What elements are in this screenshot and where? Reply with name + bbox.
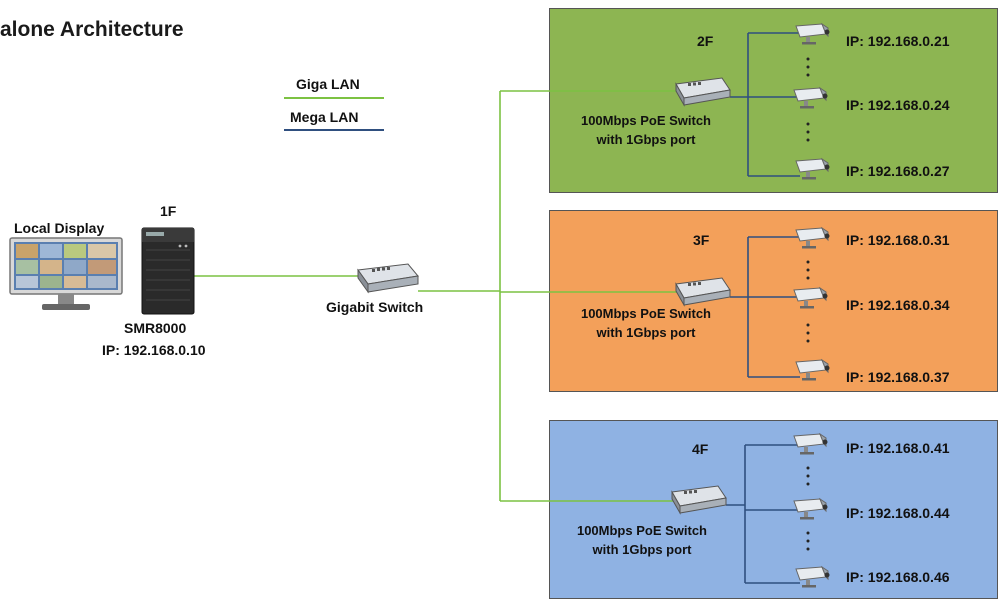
nvr-recorder-icon bbox=[141, 227, 195, 315]
ip-camera-icon bbox=[795, 226, 830, 249]
ip-camera-icon bbox=[795, 358, 830, 381]
switch-caption-line2: with 1Gbps port bbox=[596, 325, 696, 340]
nvr-name-label: SMR8000 bbox=[124, 320, 187, 336]
floor-2f-switch-caption: 100Mbps PoE Switch with 1Gbps port bbox=[566, 111, 726, 149]
floor-4f-switch-caption: 100Mbps PoE Switch with 1Gbps port bbox=[562, 521, 722, 559]
camera-ip-label: IP: 192.168.0.44 bbox=[846, 505, 950, 521]
floor-3f-name: 3F bbox=[693, 232, 710, 248]
camera-ip-label: IP: 192.168.0.27 bbox=[846, 163, 950, 179]
floor-panel-3f bbox=[549, 210, 998, 392]
switch-caption-line2: with 1Gbps port bbox=[592, 542, 692, 557]
legend-mega-label: Mega LAN bbox=[290, 109, 359, 125]
camera-ip-label: IP: 192.168.0.31 bbox=[846, 232, 950, 248]
camera-ip-label: IP: 192.168.0.37 bbox=[846, 369, 950, 385]
network-switch-icon bbox=[675, 77, 731, 107]
switch-caption-line1: 100Mbps PoE Switch bbox=[580, 306, 712, 321]
monitor-icon bbox=[9, 237, 123, 310]
camera-ellipsis-dots bbox=[806, 57, 810, 551]
local-display-label: Local Display bbox=[14, 220, 105, 236]
camera-ip-label: IP: 192.168.0.46 bbox=[846, 569, 950, 585]
floor-3f-switch-caption: 100Mbps PoE Switch with 1Gbps port bbox=[566, 304, 726, 342]
ip-camera-icon bbox=[795, 565, 830, 588]
network-switch-icon bbox=[357, 263, 419, 294]
mega-lan-links bbox=[726, 32, 800, 584]
ip-camera-icon bbox=[793, 286, 828, 309]
camera-ip-label: IP: 192.168.0.34 bbox=[846, 297, 950, 313]
switch-caption-line1: 100Mbps PoE Switch bbox=[576, 523, 708, 538]
camera-ip-label: IP: 192.168.0.41 bbox=[846, 440, 950, 456]
legend-mega-line bbox=[284, 129, 384, 131]
floor-panel-2f bbox=[549, 8, 998, 193]
camera-ip-label: IP: 192.168.0.21 bbox=[846, 33, 950, 49]
diagram-title: alone Architecture bbox=[0, 18, 184, 41]
giga-lan-links bbox=[194, 90, 680, 502]
core-switch-label: Gigabit Switch bbox=[326, 299, 424, 315]
switch-caption-line2: with 1Gbps port bbox=[596, 132, 696, 147]
legend-giga-label: Giga LAN bbox=[296, 76, 360, 92]
network-switch-icon bbox=[671, 485, 727, 515]
switch-caption-line1: 100Mbps PoE Switch bbox=[580, 113, 712, 128]
legend-giga-line bbox=[284, 97, 384, 99]
network-switch-icon bbox=[675, 277, 731, 307]
ip-camera-icon bbox=[795, 157, 830, 180]
floor-4f-name: 4F bbox=[692, 441, 709, 457]
ip-camera-icon bbox=[793, 432, 828, 455]
ip-camera-icon bbox=[793, 86, 828, 109]
ip-camera-icon bbox=[795, 22, 830, 45]
camera-ip-label: IP: 192.168.0.24 bbox=[846, 97, 950, 113]
floor-1f-label: 1F bbox=[160, 203, 177, 219]
ip-camera-icon bbox=[793, 497, 828, 520]
floor-2f-name: 2F bbox=[697, 33, 714, 49]
nvr-ip-label: IP: 192.168.0.10 bbox=[102, 342, 206, 358]
